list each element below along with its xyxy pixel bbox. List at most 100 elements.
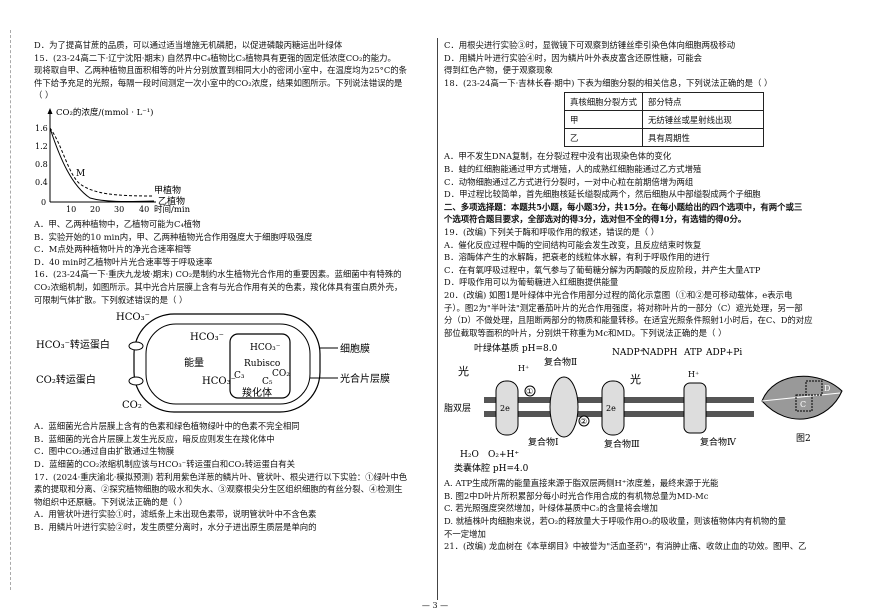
table-row: 乙 具有周期性 xyxy=(564,128,764,148)
q17-option-d-1: D．用鳞片叶进行实验④时，因为鳞片叶外表皮富含还原性糖，可能会 xyxy=(444,52,702,63)
complex-1-shape xyxy=(495,380,519,436)
carrier-2 xyxy=(578,415,590,427)
region-d-box xyxy=(805,380,823,396)
q16-stem-1: 16．(23-24高一下·重庆九龙坡·期末) CO₂是制约水生植物光合作用的重要… xyxy=(34,269,402,280)
xtick: 10 xyxy=(66,205,76,214)
q18-table: 真核细胞分裂方式 部分特点 甲 无纺锤丝或星射线出现 乙 具有周期性 xyxy=(564,92,764,148)
nadph-label: NADPH xyxy=(642,348,678,358)
leaf-midrib xyxy=(761,392,841,402)
bilayer-label: 脂双层 xyxy=(444,402,471,414)
complex-2-label: 复合物Ⅱ xyxy=(544,356,577,368)
table-cell: 具有周期性 xyxy=(642,128,764,148)
q18-stem: 18．(23-24高一下·吉林长春·期中) 下表为细胞分裂的相关信息，下列说法正… xyxy=(444,77,773,88)
q20-option-b: B. 图2中D叶片所积累部分每小时光合作用合成的有机物总量为MD-Mc xyxy=(444,490,709,501)
complex-2-shape xyxy=(549,376,579,438)
electron-label-2: 2e xyxy=(606,404,616,413)
thylakoid-membrane xyxy=(145,323,311,405)
region-d-label: D xyxy=(824,384,830,393)
water-label: H₂O xyxy=(460,450,479,460)
hco3-cytoplasm: HCO₃⁻ xyxy=(190,332,224,343)
y-axis-label: CO₂的浓度/(mmol · L⁻¹) xyxy=(56,107,153,118)
table-cell: 甲 xyxy=(564,110,643,130)
q16-option-b: B．蓝细菌的光合片层膜上发生光反应，暗反应则发生在羧化体中 xyxy=(34,433,275,444)
o2-label: O₂+H⁺ xyxy=(488,450,519,460)
carrier-1 xyxy=(524,385,536,397)
complex-4-label: 复合物Ⅳ xyxy=(700,436,737,448)
q20-stem-3: 分（D）不做处理，且阻断两部分的物质和能量转移。在适宜光照条件照射1小时后，在C… xyxy=(444,315,813,326)
electron-label: 2e xyxy=(500,404,510,413)
point-m-label: M xyxy=(76,169,85,179)
h-label-1: H⁺ xyxy=(518,364,529,373)
q19-option-c: C．在有氧呼吸过程中，氧气参与了葡萄糖分解为丙酮酸的反应阶段，并产生大量ATP xyxy=(444,264,761,275)
cell-membrane xyxy=(133,313,321,413)
lumen-label: 类囊体腔 pH=4.0 xyxy=(454,462,529,474)
co2-transporter-label: CO₂转运蛋白 xyxy=(36,373,96,386)
nadp-label: NADP⁺ xyxy=(612,348,645,358)
thylakoid-label: 光合片层膜 xyxy=(340,372,390,385)
column-divider xyxy=(437,38,438,600)
q19-option-b: B．溶酶体产生的水解酶，把衰老的线粒体水解，有利于呼吸作用的进行 xyxy=(444,252,710,263)
left-column: D．为了提高甘蔗的品质，可以通过适当增施无机磷肥，以促进磷酸丙糖运出叶绿体 15… xyxy=(34,39,430,533)
stroma-label: 叶绿体基质 pH=8.0 xyxy=(474,342,558,354)
series-yi xyxy=(49,127,155,203)
page-number: — 3 — xyxy=(421,601,449,610)
h-label-2: H⁺ xyxy=(688,370,699,379)
q16-stem-3: 可限制气体扩散。下列叙述错误的是（ ） xyxy=(34,294,188,305)
q20-option-d-2: 不一定增加 xyxy=(444,528,486,539)
x-axis-label: 时间/min xyxy=(154,204,191,215)
carboxysome xyxy=(229,333,291,399)
section-2-heading-2: 个选项符合题目要求，全部选对的得3分，选对但不全的得1分，有选错的得0分。 xyxy=(444,214,747,225)
q17-stem-1: 17．(2024·重庆渝北·模拟预测) 若利用紫色洋葱的鳞片叶、管状叶、根尖进行… xyxy=(34,471,408,482)
legend-yi: 乙植物 xyxy=(158,195,185,207)
light-label-1: 光 xyxy=(458,364,469,378)
q18-option-c: C．动物细胞通过乙方式进行分裂时，一对中心粒在前期倍增为两组 xyxy=(444,176,694,187)
q20-figures: 脂双层 叶绿体基质 pH=8.0 类囊体腔 pH=4.0 光 光 ① ② 2e … xyxy=(444,341,844,475)
table-cell: 无纺锤丝或星射线出现 xyxy=(642,110,764,130)
complex-1-label: 复合物Ⅰ xyxy=(528,436,559,448)
complex-3-shape xyxy=(601,380,625,436)
ytick: 0.4 xyxy=(35,178,48,187)
q20-option-a: A. ATP生成所需的能量直接来源于脂双层两侧H⁺浓度差，最终来源于光能 xyxy=(444,478,719,489)
carrier-2-label: ② xyxy=(580,417,587,426)
xtick: 30 xyxy=(114,205,124,214)
complex-3-label: 复合物Ⅲ xyxy=(604,438,640,450)
q20-stem-1: 20．(改编) 如图1是叶绿体中光合作用部分过程的简化示意图（①和②是可移动载体… xyxy=(444,289,793,300)
table-row: 甲 无纺锤丝或星射线出现 xyxy=(564,110,764,130)
q20-stem-2: 子）。图2为"半叶法"测定番茄叶片的光合作用强度，将对称叶片的一部分（C）遮光处… xyxy=(444,302,803,313)
q18-option-d: D．甲过程比较简单，首先细胞核延长缢裂成两个，然后细胞从中部缢裂成两个子细胞 xyxy=(444,189,761,200)
co2-chart-svg: CO₂的浓度/(mmol · L⁻¹) 1.6 1.2 0.8 0.4 0 10… xyxy=(35,107,191,215)
q19-option-a: A．催化反应过程中酶的空间结构可能会发生改变，且反应结束时恢复 xyxy=(444,239,702,250)
q15-co2-chart: CO₂的浓度/(mmol · L⁻¹) 1.6 1.2 0.8 0.4 0 10… xyxy=(34,104,430,216)
q15-option-c: C．M点处两种植物叶片的净光合速率相等 xyxy=(34,244,192,255)
q20-option-d-1: D. 就植株叶肉细胞来说，若O₂的释放量大于呼吸作用O₂的吸收量，则该植物体内有… xyxy=(444,516,787,527)
right-column: C．用根尖进行实验③时，显微镜下可观察到纺锤丝牵引染色体向细胞两极移动 D．用鳞… xyxy=(444,39,844,553)
co2-transporter-shape xyxy=(128,376,144,386)
q17-option-b: B．用鳞片叶进行实验②时，发生质壁分离时，水分子进出原生质层是单向的 xyxy=(34,521,317,532)
ytick: 1.6 xyxy=(35,124,48,133)
series-jia xyxy=(49,127,155,197)
q15-option-a: A．甲、乙两种植物中，乙植物可能为C₄植物 xyxy=(34,218,201,229)
hco3-in-carboxysome: HCO₃⁻ xyxy=(250,343,281,353)
q15-option-d: D．40 min时乙植物叶片光合速率等于呼吸速率 xyxy=(34,256,213,267)
co2-outside: CO₂ xyxy=(122,400,142,411)
q16-cyanobacteria-diagram: HCO₃⁻ HCO₃⁻转运蛋白 CO₂转运蛋白 CO₂ 能量 HCO₃⁻ HCO… xyxy=(34,308,430,418)
q20-stem-4: 部位截取等面积的叶片，分别烘干称重为Mc和MD。下列说法正确的是（ ） xyxy=(444,327,727,338)
section-2-heading-1: 二、多项选择题：本题共5小题，每小题3分，共15分。在每小题给出的四个选项中，有… xyxy=(444,201,803,212)
q17-stem-3: 物组织中还原糖。下列说法正确的是（ ） xyxy=(34,496,188,507)
complex-4-shape xyxy=(683,382,707,434)
q20-option-c: C. 若光照强度突然增加，叶绿体基质中C₃的含量将会增加 xyxy=(444,503,658,514)
region-c-label: C xyxy=(800,400,806,409)
binding-line xyxy=(10,30,12,590)
xtick: 20 xyxy=(90,205,100,214)
q15-stem-1: 15．(23-24高二下·辽宁沈阳·期末) 自然界中C₄植物比C₃植物具有更强的… xyxy=(34,52,396,63)
q16-option-a: A．蓝细菌光合片层膜上含有的色素和绿色植物绿叶中的色素不完全相同 xyxy=(34,421,300,432)
carboxysome-label: 羧化体 xyxy=(242,386,272,399)
q15-stem-3: 件下给予充足的光照，每隔一段时间测定一次小室中的CO₂浓度，结果如图所示。下列说… xyxy=(34,77,403,88)
q17-option-a: A．用管状叶进行实验①时，滤纸条上未出现色素带，说明管状叶中不含色素 xyxy=(34,509,317,520)
q19-option-d: D．呼吸作用可以为葡萄糖进入红细胞提供能量 xyxy=(444,277,619,288)
q17-stem-2: 素的提取和分离、②探究植物细胞的吸水和失水、③观察根尖分生区组织细胞的有丝分裂、… xyxy=(34,484,403,495)
q16-stem-2: CO₂浓缩机制，如图所示。其中光合片层膜上含有与光合作用有关的色素，羧化体具有蛋… xyxy=(34,281,403,292)
q18-option-b: B．蛙的红细胞能通过甲方式增殖，人的成熟红细胞能通过乙方式增殖 xyxy=(444,163,702,174)
table-cell: 乙 xyxy=(564,128,643,148)
q15-stem-2: 现将取自甲、乙两种植物且面积相等的叶片分别放置到相同大小的密闭小室中，在温度均为… xyxy=(34,65,407,76)
